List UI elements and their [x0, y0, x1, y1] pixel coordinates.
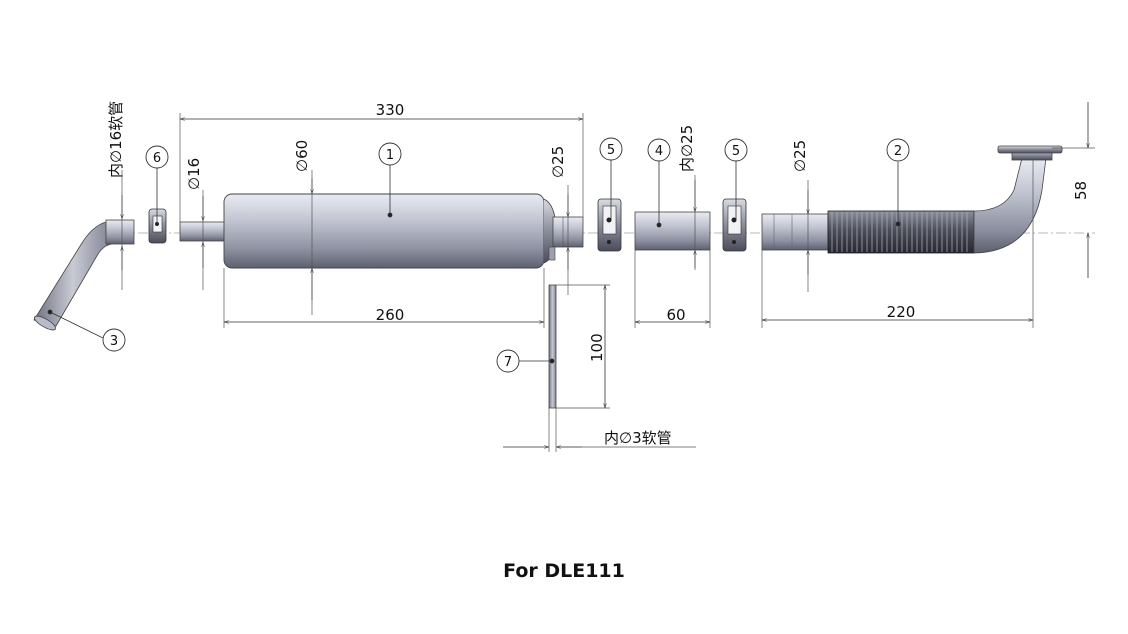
- balloon-2: 2: [886, 138, 910, 162]
- dim-d25-coupler: 内∅25: [678, 125, 696, 172]
- leader-lines: [47, 160, 901, 364]
- dim-d25-muffler: ∅25: [549, 146, 567, 178]
- dim-d16: ∅16: [185, 158, 203, 190]
- dim-260: 260: [376, 306, 405, 324]
- balloon-7: 7: [496, 349, 520, 373]
- svg-text:5: 5: [732, 144, 740, 159]
- dim-hose3: 内∅3软管: [604, 429, 672, 447]
- svg-text:5: 5: [607, 143, 615, 158]
- svg-text:6: 6: [153, 151, 161, 166]
- balloon-5-right: 5: [724, 138, 748, 162]
- part-5-clamp-right: [722, 198, 747, 252]
- dim-58: 58: [1072, 181, 1090, 200]
- balloon-1: 1: [378, 142, 402, 166]
- dim-d25-header: ∅25: [791, 140, 809, 172]
- part-1-muffler: [179, 193, 584, 269]
- part-2-header-pipe: [761, 145, 1063, 254]
- part-4-coupler: [634, 211, 711, 251]
- svg-text:3: 3: [110, 334, 118, 349]
- svg-text:7: 7: [504, 355, 512, 370]
- svg-text:2: 2: [894, 144, 902, 159]
- balloon-6: 6: [145, 145, 169, 169]
- dim-hose16: 内∅16软管: [107, 101, 125, 178]
- dim-220: 220: [887, 303, 916, 321]
- dim-d60: ∅60: [293, 140, 311, 172]
- dim-330: 330: [376, 101, 405, 119]
- balloon-4: 4: [647, 138, 671, 162]
- caption: For DLE111: [503, 560, 625, 582]
- balloon-5-left: 5: [599, 137, 623, 161]
- dim-100: 100: [588, 333, 606, 362]
- part-5-clamp-left: [597, 198, 622, 252]
- svg-text:4: 4: [655, 144, 663, 159]
- dim-60: 60: [666, 306, 685, 324]
- svg-text:1: 1: [386, 148, 394, 163]
- balloon-3: 3: [102, 328, 126, 352]
- part-7-small-hose: [548, 284, 557, 409]
- dimension-lines: [120, 102, 1095, 452]
- part-6-clamp: [148, 208, 167, 244]
- part-3-bent-hose: [33, 219, 135, 331]
